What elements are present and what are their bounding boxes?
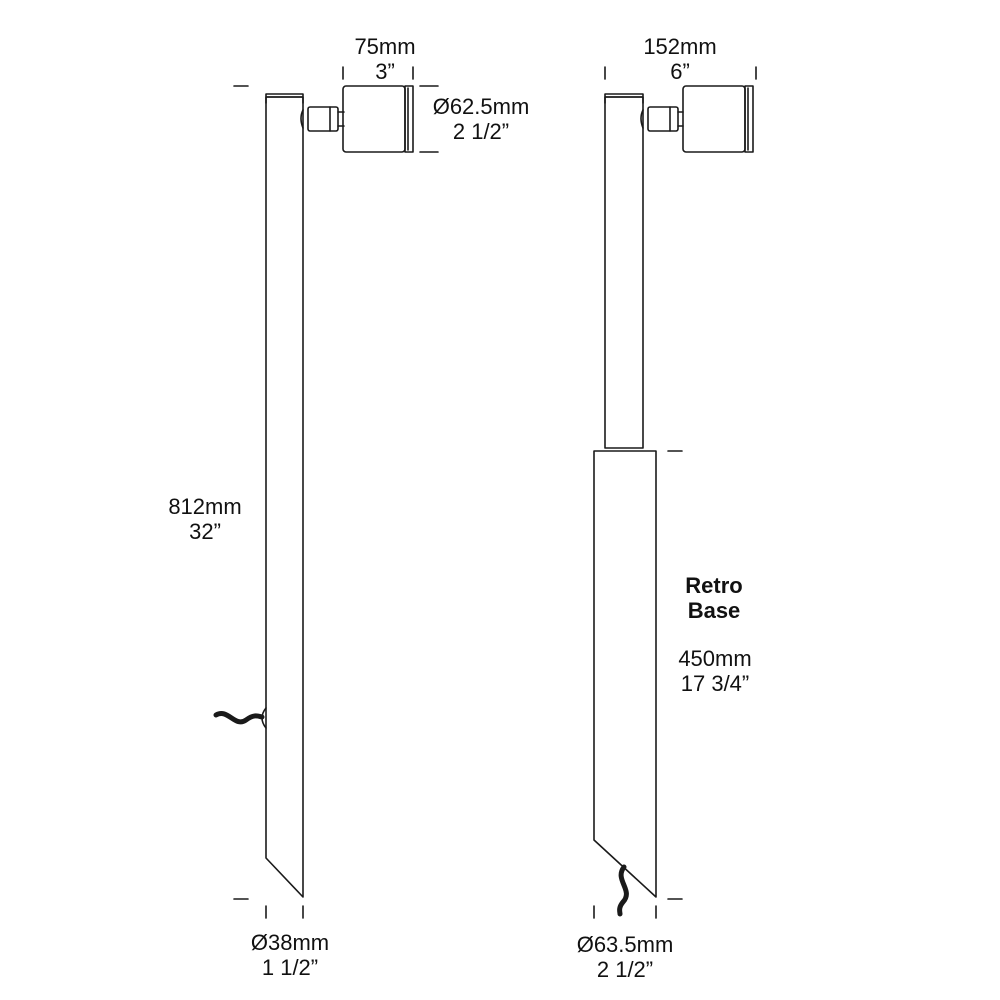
right-tube-cap	[604, 93, 644, 104]
left-stake-cap	[265, 93, 304, 104]
left-head-length-metric: 75mm	[354, 34, 416, 59]
right-upper-tube	[604, 96, 644, 449]
left-head-length-label: 75mm 3”	[335, 34, 435, 84]
left-head-diameter-label: Ø62.5mm 2 1/2”	[421, 94, 541, 144]
right-spot-head	[682, 85, 754, 153]
retro-base-diameter-metric: Ø63.5mm	[576, 932, 674, 957]
left-head-diameter-imperial: 2 1/2”	[452, 119, 510, 144]
left-knuckle	[300, 106, 345, 132]
left-power-cable	[213, 711, 265, 725]
retro-base-height-label: 450mm 17 3/4”	[655, 646, 775, 696]
retro-base-title-line1: Retro	[685, 573, 743, 598]
left-height-label: 812mm 32”	[155, 494, 255, 544]
left-stake-diameter-metric: Ø38mm	[250, 930, 330, 955]
left-height-metric: 812mm	[168, 494, 242, 519]
left-stake-diameter-imperial: 1 1/2”	[261, 955, 319, 980]
retro-base-title: Retro Base	[664, 573, 764, 623]
right-dimension-marks	[593, 66, 757, 919]
left-height-imperial: 32”	[189, 519, 221, 544]
right-head-offset-label: 152mm 6”	[630, 34, 730, 84]
retro-base-height-metric: 450mm	[678, 646, 752, 671]
retro-base-diameter-label: Ø63.5mm 2 1/2”	[560, 932, 690, 982]
left-stake-tube	[265, 96, 304, 898]
right-head-offset-metric: 152mm	[643, 34, 717, 59]
left-fixture	[213, 85, 414, 898]
left-stake-diameter-label: Ø38mm 1 1/2”	[235, 930, 345, 980]
retro-base-diameter-imperial: 2 1/2”	[596, 957, 654, 982]
right-knuckle	[640, 106, 684, 132]
retro-base-title-line2: Base	[687, 598, 741, 623]
left-dimension-marks	[233, 66, 439, 919]
retro-base-sleeve	[593, 450, 657, 898]
left-spot-head	[342, 85, 414, 153]
left-cable-gland	[261, 707, 267, 729]
retro-base-height-imperial: 17 3/4”	[680, 671, 750, 696]
left-head-diameter-metric: Ø62.5mm	[432, 94, 530, 119]
left-head-length-imperial: 3”	[375, 59, 395, 84]
right-head-offset-imperial: 6”	[670, 59, 690, 84]
right-power-cable	[617, 864, 629, 917]
right-fixture	[593, 85, 754, 917]
